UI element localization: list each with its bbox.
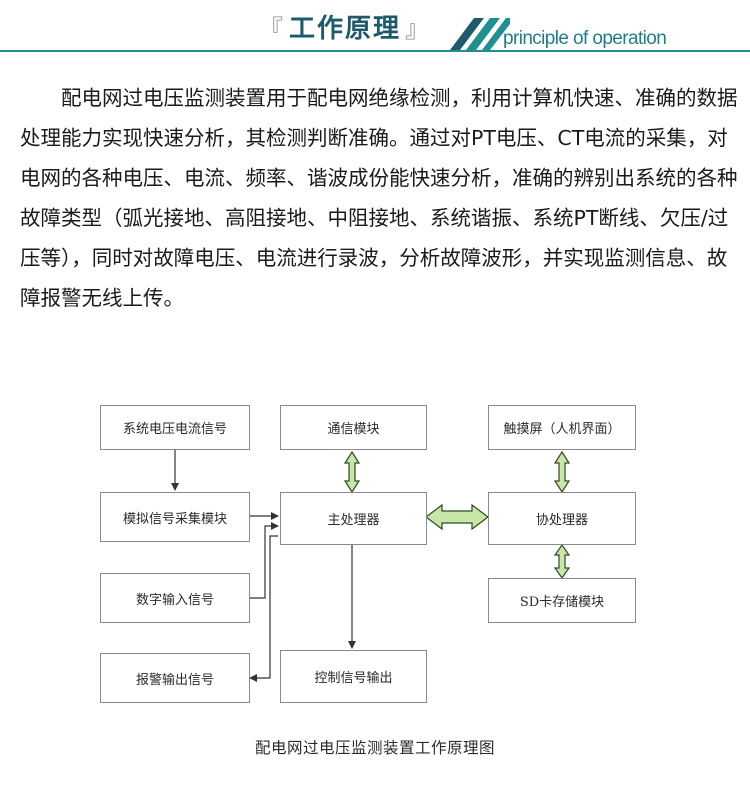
- block-diagram: 系统电压电流信号 模拟信号采集模块 数字输入信号 报警输出信号 通信模块 主处理…: [0, 390, 750, 720]
- box-signal-input: 系统电压电流信号: [100, 405, 250, 450]
- diagram-caption: 配电网过电压监测装置工作原理图: [254, 739, 495, 757]
- connector-digital-to-main: [249, 522, 279, 599]
- header-divider: [0, 50, 750, 52]
- box-digital-input: 数字输入信号: [100, 573, 250, 623]
- arrow-touch-coproc: [553, 450, 571, 494]
- arrow-comm-main: [343, 450, 361, 494]
- title-bracket-open: 『: [259, 14, 285, 43]
- box-comm-module: 通信模块: [280, 405, 427, 450]
- intro-paragraph: 配电网过电压监测装置用于配电网绝缘检测，利用计算机快速、准确的数据处理能力实现快…: [20, 86, 738, 310]
- box-coprocessor: 协处理器: [488, 492, 636, 545]
- arrow-coproc-sd: [553, 543, 571, 580]
- header-stripes-icon: [450, 18, 510, 50]
- section-header: 『 工作原理 』 principle of operation: [0, 0, 750, 60]
- arrow-main-coproc: [425, 503, 489, 531]
- connector-main-to-alarm: [249, 535, 278, 682]
- section-title: 『 工作原理 』: [255, 4, 435, 48]
- box-sd-module: SD卡存储模块: [488, 578, 636, 623]
- section-title-text: 工作原理: [289, 13, 402, 44]
- title-bracket-close: 』: [405, 14, 432, 43]
- box-control-output: 控制信号输出: [280, 650, 427, 703]
- section-subtitle: principle of operation: [503, 28, 667, 49]
- box-analog-module: 模拟信号采集模块: [100, 492, 250, 542]
- box-alarm-output: 报警输出信号: [100, 653, 250, 703]
- box-main-processor: 主处理器: [280, 492, 427, 545]
- box-touch-screen: 触摸屏（人机界面）: [488, 405, 636, 450]
